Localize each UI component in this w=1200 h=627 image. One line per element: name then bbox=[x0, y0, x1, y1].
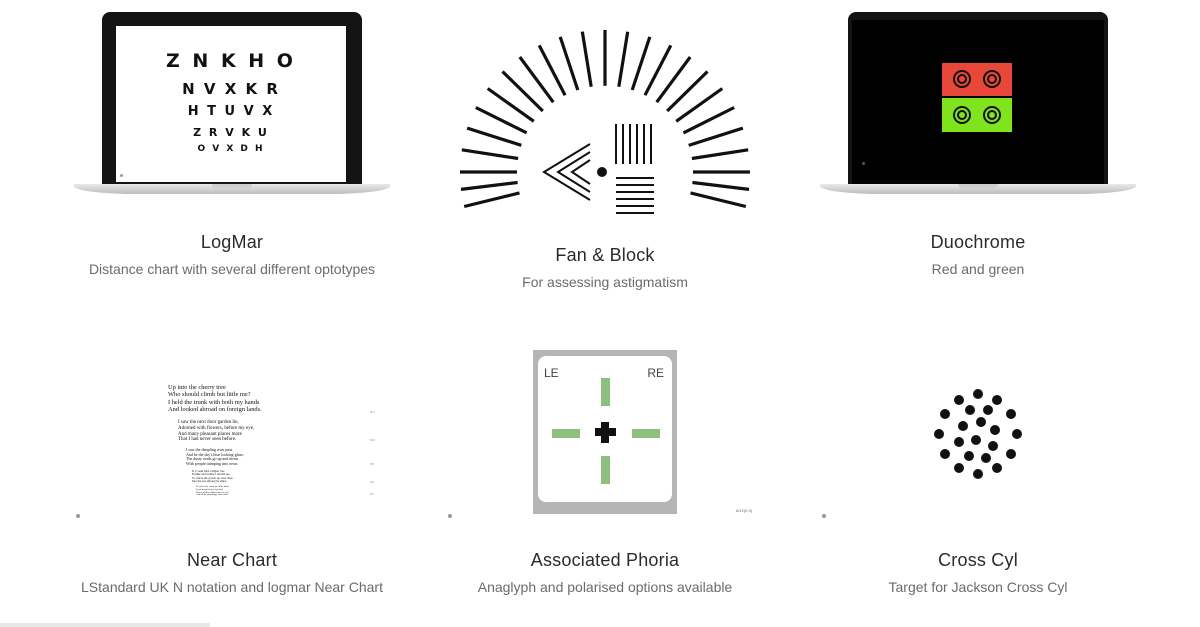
fan-and-block-illustration[interactable] bbox=[450, 20, 760, 220]
phoria-top-bar bbox=[601, 378, 610, 406]
near-text-stanza: To where the roads on either hand Lead o… bbox=[196, 485, 230, 497]
associated-phoria-card[interactable]: Associated Phoria Anaglyph and polarised… bbox=[405, 550, 805, 595]
fan-line bbox=[558, 36, 580, 91]
phoria-right-bar bbox=[632, 429, 660, 438]
duochrome-card[interactable]: Duochrome Red and green bbox=[778, 232, 1178, 277]
n-size-mark: N10 bbox=[370, 438, 376, 442]
card-subtitle: Red and green bbox=[931, 261, 1025, 277]
optotype-row: N V X K R bbox=[182, 80, 280, 98]
fan-line bbox=[537, 44, 567, 96]
card-title: Duochrome bbox=[930, 232, 1026, 252]
fan-line bbox=[655, 56, 692, 104]
logmar-laptop-illustration[interactable]: Z N K H O N V X K R H T U V X Z R V K U … bbox=[74, 12, 390, 204]
card-title: LogMar bbox=[200, 232, 264, 252]
optotype-row: Z N K H O bbox=[166, 50, 296, 72]
fan-lines bbox=[460, 29, 750, 209]
n-size-mark: N12 bbox=[370, 410, 376, 414]
indicator-dot bbox=[448, 514, 452, 518]
chevron-arrow-icon bbox=[542, 143, 591, 201]
acuity-caption: 6/12(0.3) bbox=[736, 508, 753, 513]
card-subtitle: LStandard UK N notation and logmar Near … bbox=[81, 579, 383, 595]
fan-line bbox=[692, 180, 750, 191]
card-title: Fan & Block bbox=[555, 245, 655, 265]
logmar-screen: Z N K H O N V X K R H T U V X Z R V K U … bbox=[116, 26, 346, 182]
vertical-block-lines bbox=[615, 124, 652, 164]
fan-line bbox=[666, 70, 709, 113]
card-title: Cross Cyl bbox=[938, 550, 1018, 570]
fan-and-block-card[interactable]: Fan & Block For assessing astigmatism bbox=[405, 245, 805, 290]
indicator-dot bbox=[822, 514, 826, 518]
phoria-panel: LE RE bbox=[538, 356, 672, 502]
fan-line bbox=[690, 191, 747, 209]
indicator-dot bbox=[862, 162, 865, 165]
card-title: Near Chart bbox=[186, 550, 278, 570]
horizontal-scrollbar[interactable] bbox=[0, 623, 210, 627]
fan-line bbox=[691, 148, 749, 161]
n-size-mark: N8 bbox=[370, 462, 374, 466]
right-eye-label: RE bbox=[647, 366, 664, 380]
horizontal-block-lines bbox=[616, 177, 654, 214]
duochrome-rings bbox=[953, 70, 1001, 124]
optotype-row: Z R V K U bbox=[193, 126, 269, 139]
near-chart-illustration[interactable]: Up into the cherry tree Who should climb… bbox=[74, 380, 394, 525]
fan-line bbox=[630, 36, 652, 91]
cross-cyl-illustration[interactable] bbox=[820, 380, 1140, 525]
associated-phoria-illustration[interactable]: LE RE 6/12(0.3) bbox=[446, 350, 766, 525]
left-eye-label: LE bbox=[544, 366, 559, 380]
card-subtitle: Anaglyph and polarised options available bbox=[477, 579, 733, 595]
near-text-stanza: I saw the dimpling river pass And be the… bbox=[186, 447, 244, 466]
fan-line bbox=[461, 148, 519, 161]
card-title: Associated Phoria bbox=[530, 550, 680, 570]
laptop-notch bbox=[958, 184, 998, 188]
phoria-bottom-bar bbox=[601, 456, 610, 484]
plus-icon-vertical bbox=[601, 422, 609, 443]
near-chart-card[interactable]: Near Chart LStandard UK N notation and l… bbox=[32, 550, 432, 595]
near-text-stanza: If I could find a higher tree Farther an… bbox=[192, 469, 233, 484]
duochrome-laptop-illustration[interactable] bbox=[820, 12, 1136, 204]
fan-line bbox=[688, 126, 744, 147]
duochrome-screen bbox=[852, 20, 1104, 184]
fan-line bbox=[486, 87, 535, 123]
fan-line bbox=[675, 87, 724, 123]
fan-line bbox=[518, 56, 555, 104]
card-subtitle: Target for Jackson Cross Cyl bbox=[888, 579, 1068, 595]
n-size-mark: N5 bbox=[370, 492, 374, 496]
laptop-notch bbox=[212, 184, 252, 188]
fan-line bbox=[682, 106, 735, 135]
cross-cyl-dot-pattern bbox=[934, 389, 1022, 479]
fixation-dot bbox=[597, 167, 607, 177]
fan-line bbox=[643, 44, 673, 96]
fan-line bbox=[580, 31, 593, 88]
card-subtitle: Distance chart with several different op… bbox=[88, 261, 376, 277]
phoria-left-bar bbox=[552, 429, 580, 438]
indicator-dot bbox=[76, 514, 80, 518]
fan-line bbox=[466, 126, 522, 147]
optotype-row: O V X D H bbox=[197, 144, 265, 154]
logmar-card[interactable]: LogMar Distance chart with several diffe… bbox=[32, 232, 432, 277]
fan-line bbox=[501, 70, 544, 113]
near-text-stanza: I saw the next door garden lie, Adorned … bbox=[178, 420, 255, 443]
n-size-mark: N6 bbox=[370, 480, 374, 484]
card-subtitle: For assessing astigmatism bbox=[522, 274, 688, 290]
laptop-base bbox=[74, 184, 390, 194]
fan-line bbox=[475, 106, 528, 135]
optotype-row: H T U V X bbox=[187, 104, 275, 119]
fan-line bbox=[460, 180, 518, 191]
fan-line bbox=[463, 191, 520, 209]
indicator-dot bbox=[120, 174, 123, 177]
laptop-base bbox=[820, 184, 1136, 194]
fan-line bbox=[617, 31, 630, 88]
near-text-stanza: Up into the cherry tree Who should climb… bbox=[168, 384, 262, 414]
cross-cyl-card[interactable]: Cross Cyl Target for Jackson Cross Cyl bbox=[778, 550, 1178, 595]
